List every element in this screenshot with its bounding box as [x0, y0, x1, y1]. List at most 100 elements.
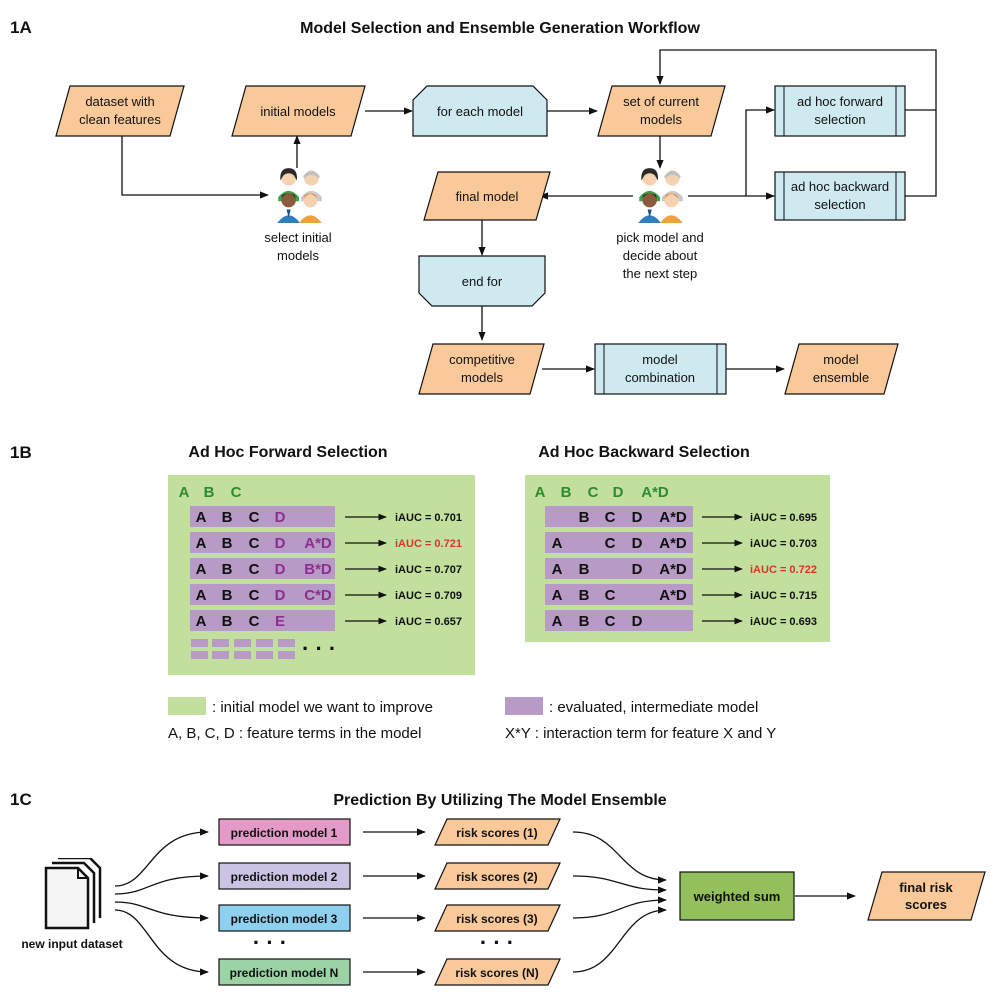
panel-c-title: Prediction By Utilizing The Model Ensemb…: [333, 792, 666, 809]
scores-ellipsis: · · ·: [480, 930, 514, 955]
forward-row-iauc: iAUC = 0.709: [395, 590, 462, 602]
forward-row-bar: [190, 610, 335, 631]
forward-row-term: C: [249, 561, 260, 578]
panel-a: 1A Model Selection and Ensemble Generati…: [10, 18, 937, 395]
ensemble-label-1: model: [823, 352, 859, 367]
final-model-node: final model: [423, 171, 551, 221]
forward-row-term: A: [196, 535, 207, 552]
backward-row-iauc: iAUC = 0.715: [750, 590, 817, 602]
fanout-connectors: [114, 828, 856, 976]
backward-row-bar: [545, 532, 693, 553]
forward-row-term: C: [249, 613, 260, 630]
forward-initial-term: B: [204, 484, 215, 501]
select-people-icon: [277, 168, 322, 223]
forward-row-term: A: [196, 561, 207, 578]
prediction-models: prediction model 1 prediction model 2 pred…: [218, 818, 351, 986]
backward-initial-term: C: [588, 484, 599, 501]
final-risk-label-2: scores: [905, 897, 947, 912]
backward-row-term: A*D: [659, 509, 687, 526]
pick-label-3: the next step: [623, 266, 697, 281]
prediction-model-box: prediction model 1: [218, 818, 351, 846]
combination-label-2: combination: [625, 370, 695, 385]
for-each-node: for each model: [412, 85, 548, 137]
risk-score-box: risk scores (N): [434, 958, 561, 986]
prediction-model-box: prediction model N: [218, 958, 351, 986]
forward-row-term: C: [249, 587, 260, 604]
forward-selection-label-2: selection: [814, 112, 865, 127]
forward-initial-term: A: [179, 484, 190, 501]
backward-row-bar: [545, 558, 693, 579]
risk-score-box: risk scores (3): [434, 904, 561, 932]
forward-row-term: E: [275, 613, 285, 630]
end-for-label: end for: [462, 274, 503, 289]
model-ensemble-node: model ensemble: [784, 343, 899, 395]
weighted-sum-label: weighted sum: [693, 889, 781, 904]
panel-a-title: Model Selection and Ensemble Generation …: [300, 20, 700, 37]
prediction-model-rect: [218, 904, 351, 932]
forward-row-term: C: [249, 509, 260, 526]
forward-row-term: D: [275, 535, 286, 552]
loop-forward-back: [656, 49, 937, 111]
backward-row-term: D: [632, 613, 643, 630]
line-pick-to-forward: [745, 106, 775, 196]
select-label-2: models: [277, 248, 319, 263]
dataset-label-2: clean features: [79, 112, 161, 127]
backward-initial-term: B: [561, 484, 572, 501]
forward-row-bar: [190, 584, 335, 605]
legend-green-text: : initial model we want to improve: [212, 699, 433, 716]
backward-row-term: D: [632, 509, 643, 526]
risk-score-shape: [434, 862, 561, 890]
prediction-model-rect: [218, 862, 351, 890]
pick-label-1: pick model and: [616, 230, 703, 245]
forward-row-term: A: [196, 509, 207, 526]
backward-row-iauc: iAUC = 0.693: [750, 616, 817, 628]
loop-backward-back: [905, 110, 937, 197]
dataset-label-1: dataset with: [85, 94, 154, 109]
models-ellipsis: · · ·: [253, 930, 287, 955]
backward-row-term: A*D: [659, 561, 687, 578]
forward-row-term: B*D: [304, 561, 332, 578]
forward-row-term: B: [222, 535, 233, 552]
risk-score-shape: [434, 958, 561, 986]
forward-row-term: A: [196, 587, 207, 604]
panel-a-label: 1A: [10, 18, 32, 37]
panel-c: 1C Prediction By Utilizing The Model Ens…: [10, 790, 986, 986]
backward-title: Ad Hoc Backward Selection: [538, 444, 750, 461]
prediction-model-rect: [218, 818, 351, 846]
backward-row-bar: [545, 584, 693, 605]
backward-initial-term: A: [535, 484, 546, 501]
prediction-model-label: prediction model N: [230, 966, 339, 980]
forward-row-term: C*D: [304, 587, 332, 604]
legend-purple-swatch: [505, 697, 543, 715]
prediction-model-label: prediction model 2: [231, 870, 338, 884]
backward-row-term: D: [632, 535, 643, 552]
initial-models-label: initial models: [260, 104, 336, 119]
backward-initial-term: A*D: [641, 484, 669, 501]
ensemble-label-2: ensemble: [813, 370, 869, 385]
forward-row-iauc: iAUC = 0.657: [395, 616, 462, 628]
forward-row-bar: [190, 532, 335, 553]
risk-score-shape: [434, 904, 561, 932]
backward-row-term: C: [605, 613, 616, 630]
competitive-label-1: competitive: [449, 352, 515, 367]
final-model-label: final model: [456, 189, 519, 204]
